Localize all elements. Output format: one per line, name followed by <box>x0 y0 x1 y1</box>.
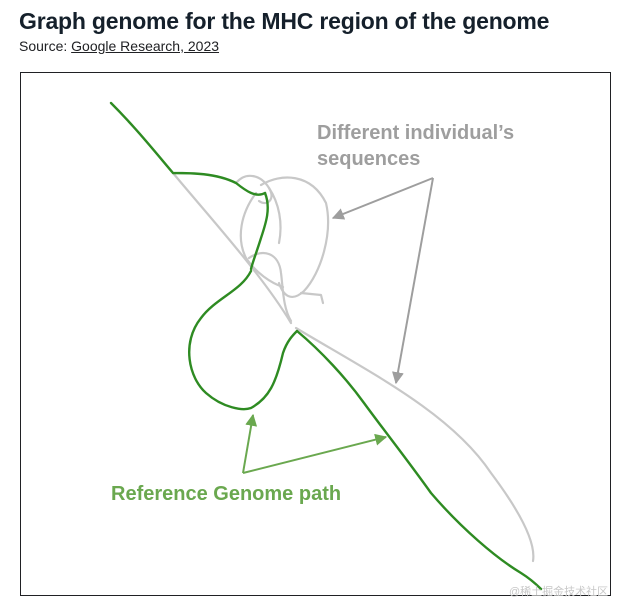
annotation-gray-line2: sequences <box>317 148 421 170</box>
source-line: Source: Google Research, 2023 <box>19 38 219 54</box>
green-arrow-1 <box>242 413 258 474</box>
alt-path-upper-inner <box>239 191 285 289</box>
green-arrows <box>242 413 388 474</box>
source-link[interactable]: Google Research, 2023 <box>71 38 220 54</box>
ref-path-entry <box>109 101 267 196</box>
watermark: @稀土掘金技术社区 <box>509 586 609 598</box>
annotation-gray-line1: Different individual’s <box>317 122 515 144</box>
alt-path-mid-bulb <box>247 251 293 323</box>
green-arrow-2 <box>242 433 388 474</box>
reference-path <box>109 101 543 591</box>
alt-path-upper-bulb <box>259 176 330 298</box>
graph-genome-diagram <box>109 101 543 591</box>
gray-arrows <box>331 177 434 385</box>
ref-path-descent <box>295 329 543 591</box>
alt-path-large-loop <box>171 171 293 325</box>
ref-path-lower-bulb <box>188 269 299 411</box>
ref-path-knot <box>249 191 269 271</box>
gray-arrow-1 <box>331 177 434 220</box>
page-title: Graph genome for the MHC region of the g… <box>19 8 550 34</box>
annotation-reference-path: Reference Genome path <box>111 483 342 505</box>
alt-path-right-step <box>299 291 325 305</box>
alt-path-cross <box>267 186 282 245</box>
source-prefix: Source: <box>19 38 72 54</box>
gray-arrow-2 <box>392 177 434 385</box>
diagram-frame: Different individual’s sequences Referen… <box>20 72 611 598</box>
annotation-different-sequences: Different individual’s sequences <box>317 120 514 172</box>
alt-path-long-arc <box>294 326 535 563</box>
alternate-paths <box>171 171 535 563</box>
